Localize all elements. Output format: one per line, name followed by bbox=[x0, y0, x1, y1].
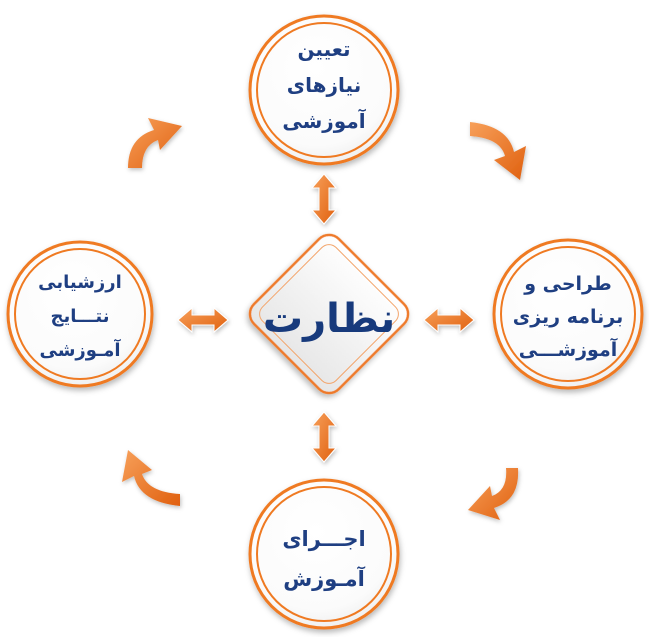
node-right-line-3: آموزشـــی bbox=[519, 337, 618, 361]
node-left-line-2: نتـــایج bbox=[50, 306, 109, 327]
node-needs-assessment: تعیین نیازهای آموزشی bbox=[248, 14, 400, 166]
cycle-arrow-bottom-right bbox=[468, 468, 519, 520]
node-left-line-3: آمـوزشی bbox=[39, 338, 121, 361]
node-top-line-2: نیازهای bbox=[287, 73, 361, 97]
connector-arrow-left bbox=[177, 306, 229, 334]
node-bottom-line-1: اجـــرای bbox=[282, 527, 365, 551]
cycle-arrow-top-right bbox=[470, 122, 526, 180]
node-top-line-3: آموزشی bbox=[282, 108, 366, 133]
cycle-arrow-top-left bbox=[128, 118, 182, 168]
connector-arrow-bottom bbox=[310, 411, 338, 463]
cycle-arrow-bottom-left bbox=[122, 450, 180, 506]
center-label: نظارت bbox=[263, 296, 395, 342]
center-diamond: نظارت bbox=[248, 233, 410, 395]
node-bottom-line-2: آمـوزش bbox=[283, 566, 365, 591]
connector-arrow-top bbox=[310, 173, 338, 225]
node-evaluation: ارزشیابی نتـــایج آمـوزشی bbox=[6, 240, 154, 388]
connector-arrow-right bbox=[423, 306, 475, 334]
node-right-line-1: طراحی و bbox=[523, 273, 612, 295]
node-implementation: اجـــرای آمـوزش bbox=[248, 478, 400, 630]
node-design-planning: طراحی و برنامه ریزی آموزشـــی bbox=[492, 238, 644, 390]
node-left-line-1: ارزشیابی bbox=[38, 272, 122, 293]
node-right-line-2: برنامه ریزی bbox=[513, 306, 623, 328]
node-top-line-1: تعیین bbox=[297, 37, 350, 61]
